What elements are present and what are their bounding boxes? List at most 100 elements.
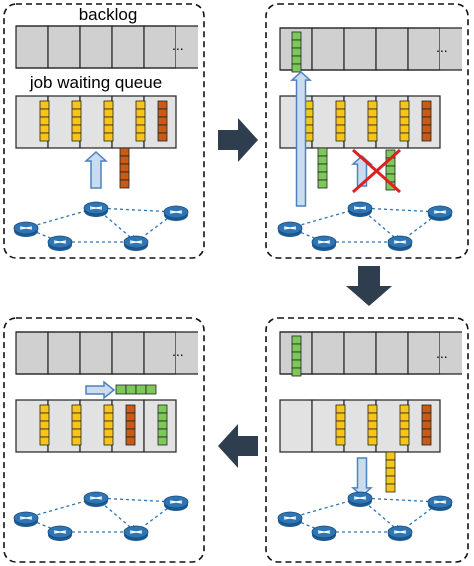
- job-block: [421, 436, 432, 446]
- reject-cross-icon: [352, 148, 401, 194]
- router-mark: [53, 530, 67, 534]
- router-mark: [89, 206, 103, 210]
- router-mark: [283, 516, 297, 520]
- router-icon: [387, 235, 413, 251]
- backlog-slot: [343, 27, 377, 71]
- job-block: [157, 428, 168, 438]
- job-yellow-dispatched: [385, 451, 396, 493]
- job-block: [367, 436, 378, 446]
- right-arrow-icon: [85, 380, 116, 400]
- job-block: [335, 108, 346, 118]
- router-icon: [13, 221, 39, 237]
- job-block: [421, 412, 432, 422]
- job-block: [157, 412, 168, 422]
- job-yellow: [71, 100, 82, 142]
- job-block: [103, 108, 114, 118]
- job-block: [399, 108, 410, 118]
- job-block: [399, 132, 410, 142]
- job-block: [71, 124, 82, 134]
- job-block: [385, 467, 396, 477]
- more-slots-ellipsis: ...: [436, 39, 448, 55]
- backlog-slot-partial: [440, 332, 462, 374]
- job-block: [421, 116, 432, 126]
- queue-slot: [279, 399, 313, 453]
- job-block: [317, 147, 328, 157]
- job-block: [71, 436, 82, 446]
- job-block: [291, 343, 302, 353]
- job-yellow: [103, 100, 114, 142]
- router-icon: [277, 221, 303, 237]
- panel-frame: [265, 3, 469, 259]
- transition-arrow-icon: [218, 118, 258, 162]
- panel-frame: [265, 317, 469, 563]
- job-block: [157, 132, 168, 142]
- job-block: [125, 428, 136, 438]
- job-block: [367, 412, 378, 422]
- job-block: [71, 412, 82, 422]
- job-block: [71, 132, 82, 142]
- job-block: [115, 384, 127, 395]
- job-block: [39, 404, 50, 414]
- router-mark: [353, 206, 367, 210]
- backlog-slot: [375, 27, 409, 71]
- router-icon: [311, 235, 337, 251]
- backlog-slot-partial: [176, 26, 198, 68]
- job-block: [125, 412, 136, 422]
- job-block: [71, 404, 82, 414]
- job-block: [399, 428, 410, 438]
- job-block: [385, 475, 396, 485]
- router-icon: [163, 205, 189, 221]
- job-block: [119, 179, 130, 189]
- job-block: [291, 31, 302, 41]
- job-block: [367, 116, 378, 126]
- job-block: [421, 108, 432, 118]
- backlog-slot-partial: [440, 28, 462, 70]
- router-mark: [19, 516, 33, 520]
- job-block: [125, 384, 137, 395]
- router-icon: [311, 525, 337, 541]
- router-mark: [283, 226, 297, 230]
- job-yellow: [335, 404, 346, 446]
- job-block: [367, 132, 378, 142]
- router-icon: [13, 511, 39, 527]
- job-orange: [421, 100, 432, 142]
- job-block: [291, 351, 302, 361]
- job-block: [119, 155, 130, 165]
- router-mark: [353, 496, 367, 500]
- job-yellow: [39, 404, 50, 446]
- job-block: [291, 63, 302, 73]
- job-block: [421, 132, 432, 142]
- job-block: [385, 459, 396, 469]
- job-block: [103, 132, 114, 142]
- router-mark: [393, 240, 407, 244]
- job-block: [135, 100, 146, 110]
- job-block: [421, 100, 432, 110]
- job-block: [335, 428, 346, 438]
- more-slots-ellipsis: ...: [172, 343, 184, 359]
- router-mark: [129, 240, 143, 244]
- job-block: [157, 116, 168, 126]
- job-block: [135, 108, 146, 118]
- job-block: [157, 108, 168, 118]
- job-block: [291, 367, 302, 377]
- down-arrow-icon: [351, 457, 373, 498]
- job-block: [317, 171, 328, 181]
- job-block: [291, 335, 302, 345]
- router-icon: [123, 235, 149, 251]
- job-block: [385, 483, 396, 493]
- job-orange: [157, 100, 168, 142]
- router-icon: [427, 495, 453, 511]
- job-block: [335, 100, 346, 110]
- job-horizontal: [115, 384, 157, 395]
- job-block: [335, 420, 346, 430]
- job-block: [367, 124, 378, 134]
- up-arrow-icon: [351, 154, 373, 187]
- job-block: [103, 404, 114, 414]
- job-block: [103, 428, 114, 438]
- job-block: [317, 163, 328, 173]
- router-icon: [123, 525, 149, 541]
- backlog-slot: [111, 25, 145, 69]
- router-mark: [393, 530, 407, 534]
- job-block: [367, 420, 378, 430]
- job-block: [39, 132, 50, 142]
